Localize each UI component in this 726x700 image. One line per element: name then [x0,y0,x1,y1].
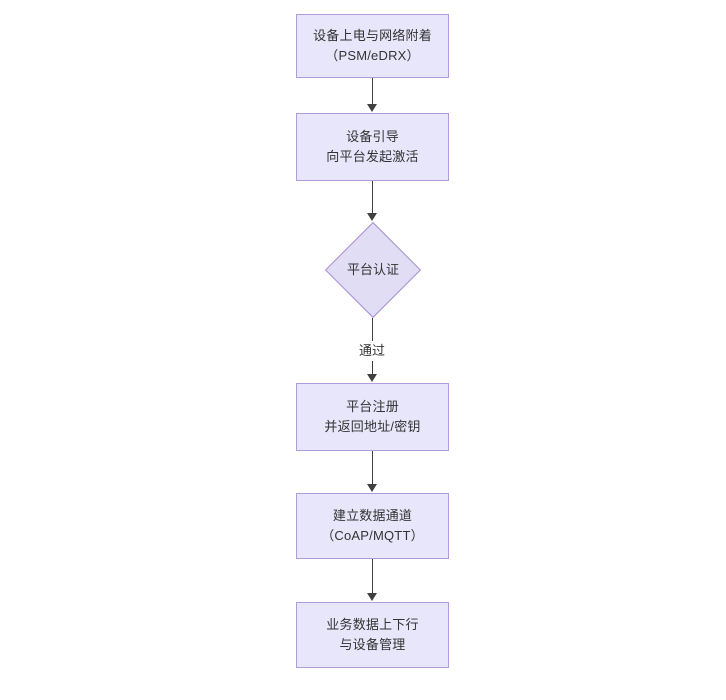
connector-n4-n5 [372,451,373,485]
node-text-line: 设备上电与网络附着 [313,28,432,43]
node-text-line: 并返回地址/密钥 [324,419,421,434]
flow-node-device-power-on[interactable]: 设备上电与网络附着 （PSM/eDRX） [296,14,449,78]
flow-node-platform-registration[interactable]: 平台注册 并返回地址/密钥 [296,383,449,451]
flow-node-device-bootstrap[interactable]: 设备引导 向平台发起激活 [296,113,449,181]
arrowhead-icon [367,213,377,221]
connector-n1-n2 [372,78,373,105]
arrowhead-icon [367,374,377,382]
flow-node-platform-auth-decision[interactable]: 平台认证 [324,221,422,319]
node-text-line: （CoAP/MQTT） [321,528,424,543]
node-text-line: 平台认证 [346,262,399,277]
connector-n2-n3 [372,181,373,214]
flow-node-business-data-and-device-mgmt[interactable]: 业务数据上下行 与设备管理 [296,602,449,668]
connector-n5-n6 [372,559,373,594]
arrowhead-icon [367,104,377,112]
arrowhead-icon [367,593,377,601]
flow-node-establish-data-channel[interactable]: 建立数据通道 （CoAP/MQTT） [296,493,449,559]
arrowhead-icon [367,484,377,492]
node-text-line: 设备引导 [346,129,399,144]
node-text-line: （PSM/eDRX） [325,48,420,63]
node-text-line: 平台注册 [346,399,399,414]
node-text-line: 业务数据上下行 [326,617,419,632]
node-text-line: 建立数据通道 [332,508,413,523]
edge-label-pass: 通过 [355,341,390,361]
node-text-line: 与设备管理 [339,637,406,652]
node-text-line: 向平台发起激活 [326,149,419,164]
